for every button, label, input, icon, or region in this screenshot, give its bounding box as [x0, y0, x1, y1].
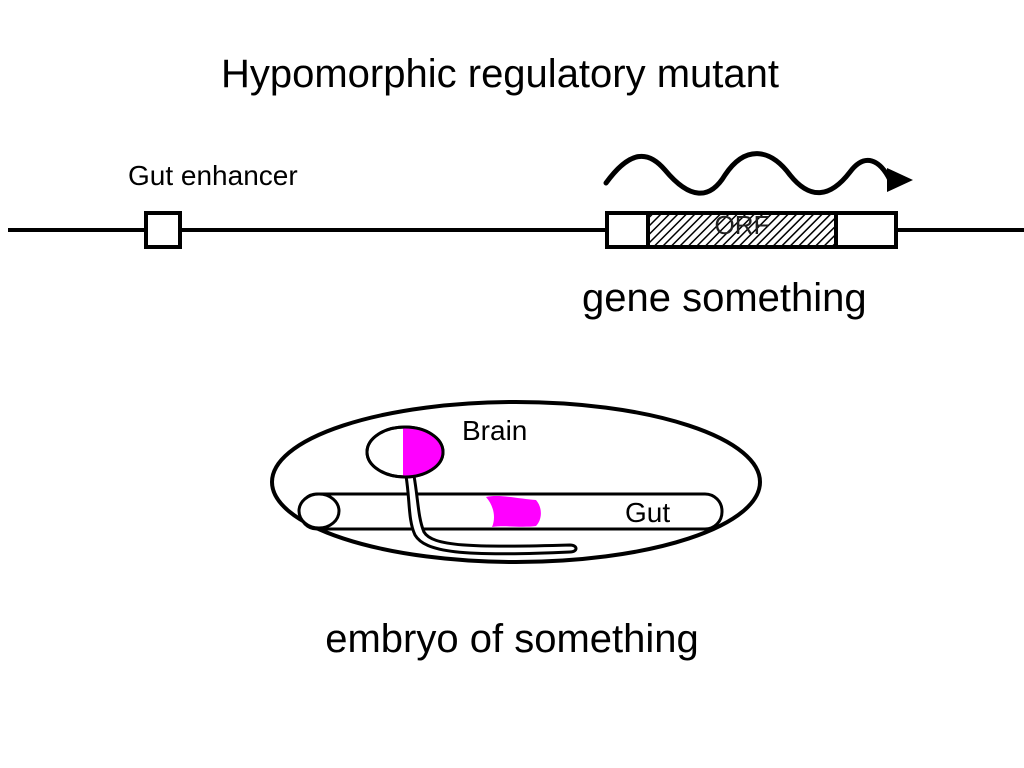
- orf-region: [646, 211, 838, 249]
- gut-opening: [297, 492, 341, 530]
- gut-enhancer-box: [144, 211, 182, 249]
- slide-title: Hypomorphic regulatory mutant: [220, 52, 780, 96]
- embryo-caption: embryo of something: [325, 617, 699, 661]
- transcript-arrowhead: [887, 168, 913, 192]
- brain-expression: [403, 428, 443, 476]
- gene-label: gene something: [582, 276, 867, 320]
- brain-label: Brain: [462, 415, 528, 446]
- gut-expression-spot: [486, 496, 541, 527]
- gut-label: Gut: [625, 497, 671, 528]
- gut-enhancer-label: Gut enhancer: [128, 160, 298, 191]
- transcript-arrow: [603, 151, 893, 196]
- brain-outline: [365, 425, 445, 479]
- orf-label: ORF: [714, 210, 770, 240]
- nerve-cord: [404, 474, 578, 556]
